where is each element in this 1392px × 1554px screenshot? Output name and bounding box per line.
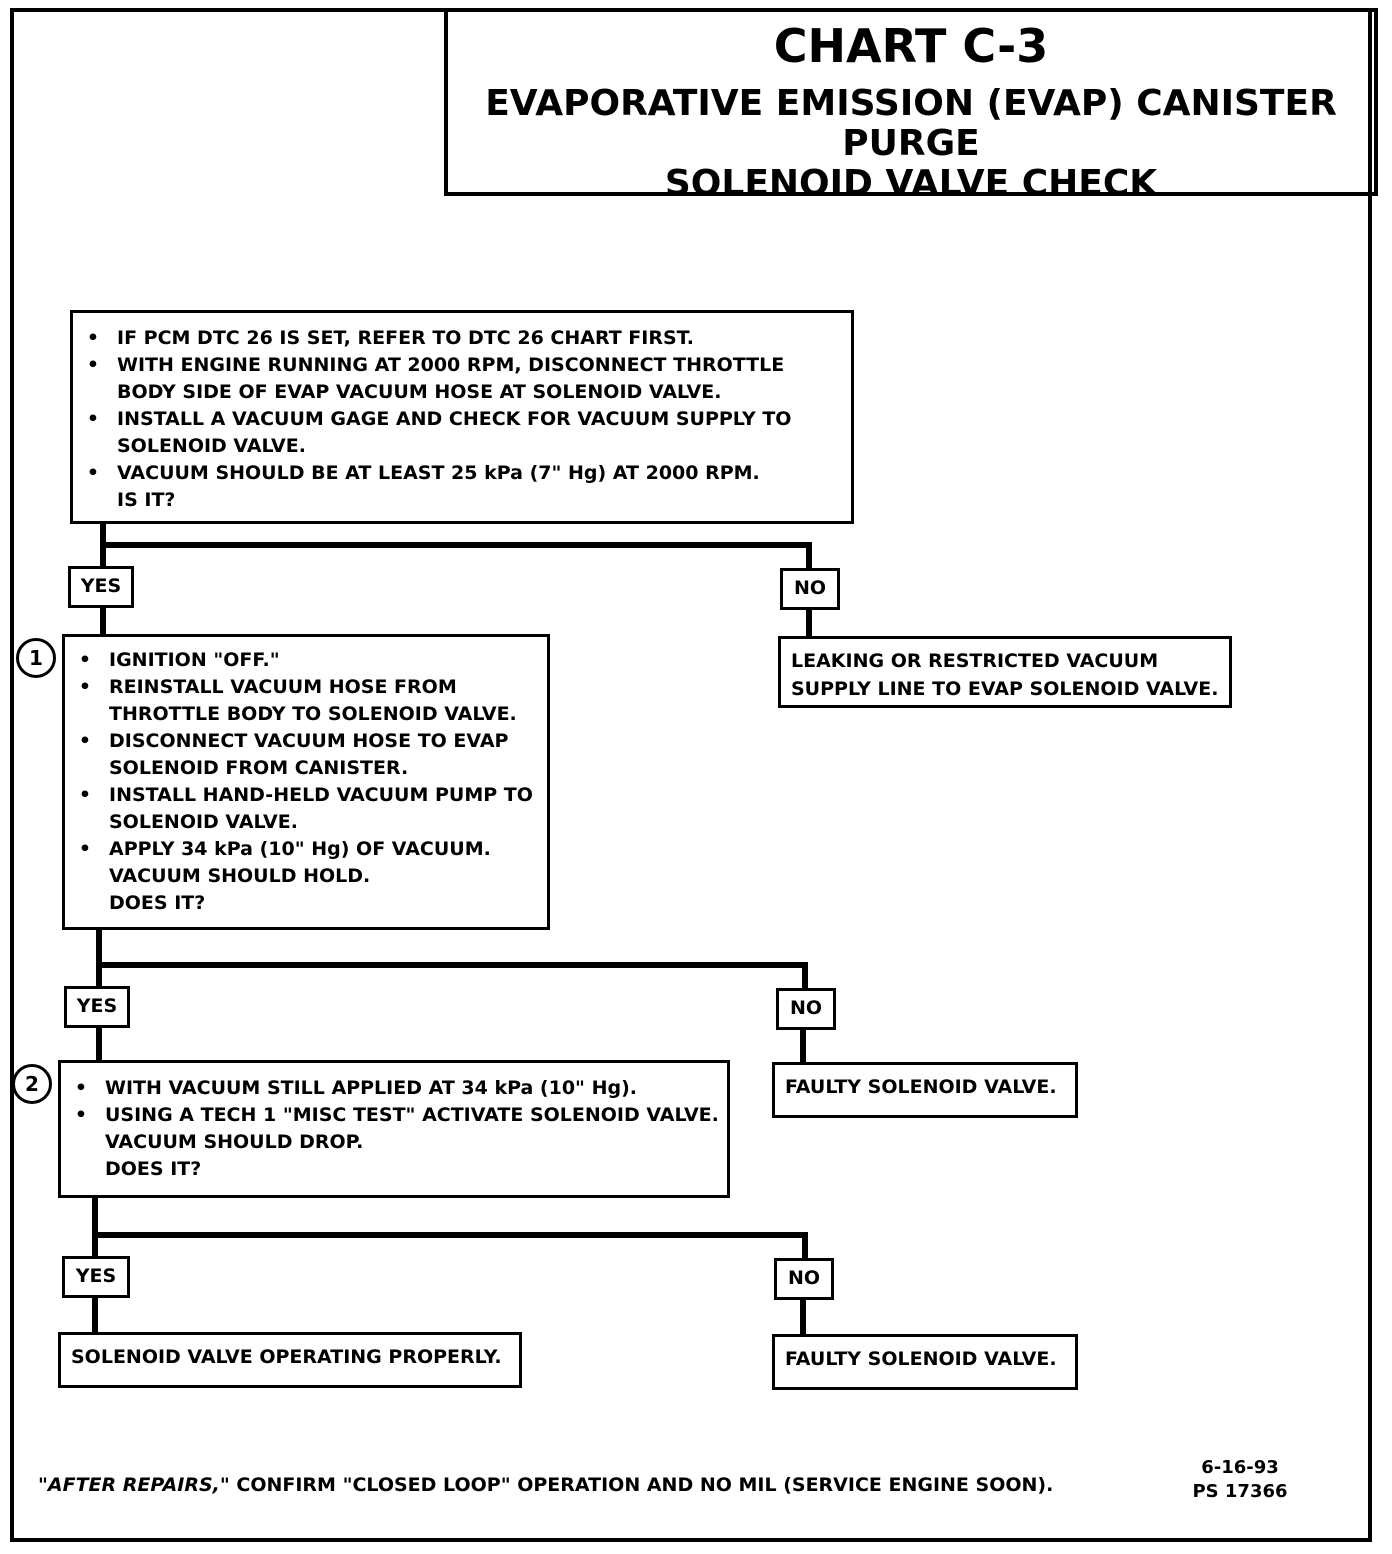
list-item: •WITH VACUUM STILL APPLIED AT 34 kPa (10…	[61, 1075, 721, 1102]
reference-code: PS 17366	[1192, 1481, 1288, 1502]
step-1-box: •IGNITION "OFF." •REINSTALL VACUUM HOSE …	[62, 634, 550, 930]
subtitle-line-1: EVAPORATIVE EMISSION (EVAP) CANISTER PUR…	[485, 83, 1337, 164]
title-box: CHART C-3 EVAPORATIVE EMISSION (EVAP) CA…	[444, 8, 1378, 204]
step-0-question: IS IT?	[117, 489, 176, 511]
step-1-number: 1	[16, 638, 56, 678]
step-1-list: •IGNITION "OFF." •REINSTALL VACUUM HOSE …	[65, 647, 541, 863]
connector	[96, 1026, 102, 1062]
list-item: •VACUUM SHOULD BE AT LEAST 25 kPa (7" Hg…	[73, 460, 843, 487]
bullet-icon: •	[78, 784, 92, 806]
list-item: •USING A TECH 1 "MISC TEST" ACTIVATE SOL…	[61, 1102, 721, 1129]
step-2-question: DOES IT?	[105, 1158, 202, 1180]
bullet-icon: •	[78, 838, 92, 860]
list-item: •IGNITION "OFF."	[65, 647, 541, 674]
connector	[802, 1232, 808, 1260]
list-item: •INSTALL A VACUUM GAGE AND CHECK FOR VAC…	[86, 408, 792, 457]
step-0-no-label: NO	[780, 568, 840, 610]
after-repairs-note: "AFTER REPAIRS," CONFIRM "CLOSED LOOP" O…	[38, 1474, 1053, 1496]
list-item: •APPLY 34 kPa (10" Hg) OF VACUUM.	[65, 836, 541, 863]
chart-title: CHART C-3	[773, 19, 1049, 73]
step-1-no-label: NO	[776, 988, 836, 1030]
after-repairs-prefix: "AFTER REPAIRS,"	[38, 1474, 230, 1496]
step-0-list: •IF PCM DTC 26 IS SET, REFER TO DTC 26 C…	[73, 325, 843, 487]
step-2-expectation: VACUUM SHOULD DROP.	[105, 1131, 364, 1153]
bullet-icon: •	[86, 327, 100, 349]
bullet-icon: •	[78, 649, 92, 671]
step-2-no-label: NO	[774, 1258, 834, 1300]
connector	[92, 1196, 98, 1258]
step-2-yes-label: YES	[62, 1256, 130, 1298]
step-2-box: •WITH VACUUM STILL APPLIED AT 34 kPa (10…	[58, 1060, 730, 1198]
reference-date: 6-16-93	[1201, 1457, 1279, 1478]
step-0-box: •IF PCM DTC 26 IS SET, REFER TO DTC 26 C…	[70, 310, 854, 524]
connector	[800, 1298, 806, 1336]
step-1-yes-label: YES	[64, 986, 130, 1028]
step-2-list: •WITH VACUUM STILL APPLIED AT 34 kPa (10…	[61, 1075, 721, 1129]
step-1-question: DOES IT?	[109, 892, 206, 914]
step-0-no-result: LEAKING OR RESTRICTED VACUUM SUPPLY LINE…	[778, 636, 1232, 708]
bullet-icon: •	[74, 1104, 88, 1126]
connector	[806, 608, 812, 638]
bullet-icon: •	[86, 462, 100, 484]
list-item: •WITH ENGINE RUNNING AT 2000 RPM, DISCON…	[86, 354, 785, 403]
connector	[92, 1232, 808, 1238]
list-item: •INSTALL HAND-HELD VACUUM PUMP TO SOLENO…	[78, 784, 533, 833]
bullet-icon: •	[86, 408, 100, 430]
bullet-icon: •	[78, 676, 92, 698]
after-repairs-text: CONFIRM "CLOSED LOOP" OPERATION AND NO M…	[229, 1474, 1054, 1496]
connector	[806, 542, 812, 568]
connector	[100, 542, 812, 548]
bullet-icon: •	[74, 1077, 88, 1099]
connector	[96, 962, 808, 968]
step-2-yes-result: SOLENOID VALVE OPERATING PROPERLY.	[58, 1332, 522, 1388]
list-item: •IF PCM DTC 26 IS SET, REFER TO DTC 26 C…	[73, 325, 843, 352]
step-2-number: 2	[12, 1064, 52, 1104]
chart-subtitle: EVAPORATIVE EMISSION (EVAP) CANISTER PUR…	[448, 84, 1374, 204]
step-0-yes-label: YES	[68, 566, 134, 608]
bullet-icon: •	[86, 354, 100, 376]
list-item: •REINSTALL VACUUM HOSE FROM THROTTLE BOD…	[78, 676, 517, 725]
step-1-expectation: VACUUM SHOULD HOLD.	[109, 865, 371, 887]
connector	[100, 606, 106, 636]
document-reference: 6-16-93 PS 17366	[1180, 1456, 1300, 1504]
connector	[96, 928, 102, 988]
step-1-no-result: FAULTY SOLENOID VALVE.	[772, 1062, 1078, 1118]
step-2-no-result: FAULTY SOLENOID VALVE.	[772, 1334, 1078, 1390]
subtitle-line-2: SOLENOID VALVE CHECK	[664, 163, 1158, 204]
bullet-icon: •	[78, 730, 92, 752]
connector	[802, 962, 808, 988]
connector	[92, 1296, 98, 1334]
connector	[800, 1028, 806, 1064]
list-item: •DISCONNECT VACUUM HOSE TO EVAP SOLENOID…	[78, 730, 509, 779]
